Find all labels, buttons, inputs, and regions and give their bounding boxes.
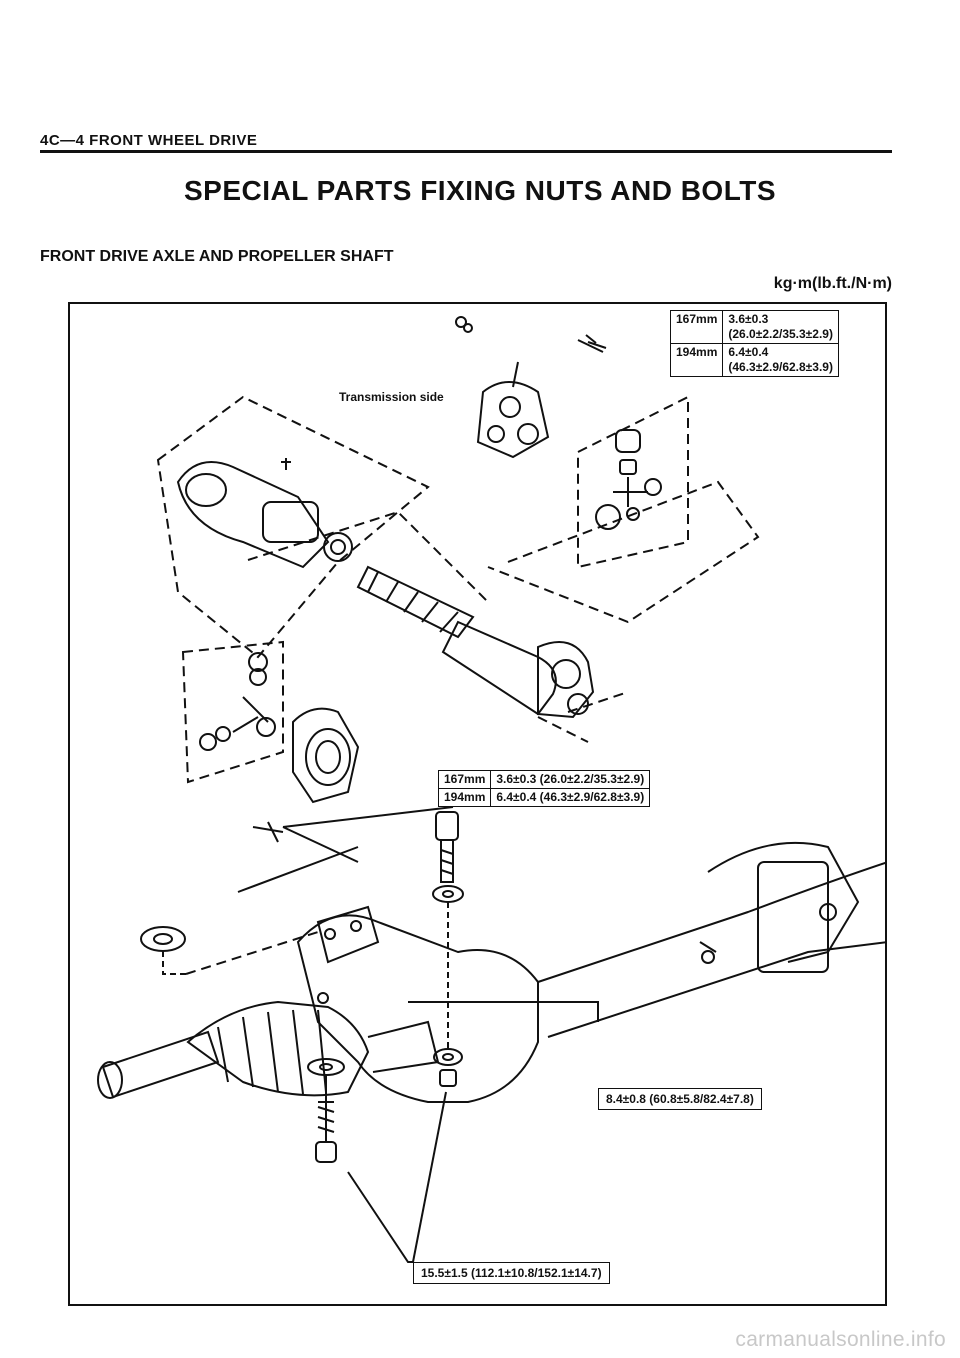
propeller-tube: [441, 620, 557, 716]
spec-carrier-bolt: 8.4±0.8 (60.8±5.8/82.4±7.8): [598, 1088, 762, 1110]
page-title: SPECIAL PARTS FIXING NUTS AND BOLTS: [183, 175, 777, 206]
exploded-diagram: [97, 316, 887, 1263]
spec-torque: 6.4±0.4 (46.3±2.9/62.8±3.9): [722, 343, 839, 377]
spec-torque: 3.6±0.3 (26.0±2.2/35.3±2.9): [722, 310, 839, 344]
spec-length: 194mm: [437, 788, 492, 807]
spec-table-transmission: 167mm 3.6±0.3 (26.0±2.2/35.3±2.9) 194mm …: [669, 310, 839, 377]
washer-icon: [455, 316, 467, 328]
spider-callout-lower: [181, 640, 284, 784]
drive-shaft: [101, 1030, 220, 1099]
isolator-washer: [140, 926, 186, 952]
spec-torque: 6.4±0.4 (46.3±2.9/62.8±3.9): [490, 788, 651, 807]
spec-length: 194mm: [669, 343, 724, 377]
transmission-side-label: Transmission side: [339, 390, 444, 404]
washer-lower-left: [307, 1058, 345, 1076]
carrier-flange: [316, 905, 380, 964]
diff-housing: [296, 914, 539, 1103]
diagram-frame: [68, 302, 887, 1306]
spider-callout-upper: [577, 395, 689, 569]
nut-carrier: [439, 1069, 457, 1087]
transmission-yoke: [476, 381, 550, 459]
washer-upper: [432, 885, 464, 903]
mount-bolt-upper: [435, 811, 459, 841]
mount-bolt-lower-left: [315, 1141, 337, 1163]
propeller-yoke: [537, 641, 595, 719]
units-label: kg·m(lb.ft./N·m): [773, 275, 892, 292]
header-rule: [40, 150, 892, 153]
cv-boot: [186, 1000, 370, 1097]
companion-flange: [292, 707, 360, 804]
section-header: 4C—4 FRONT WHEEL DRIVE: [40, 132, 258, 149]
slip-yoke: [176, 461, 330, 569]
spec-table-flange: 167mm 3.6±0.3 (26.0±2.2/35.3±2.9) 194mm …: [437, 770, 651, 807]
watermark: carmanualsonline.info: [735, 1328, 946, 1351]
axle-mount-bracket: [757, 861, 829, 973]
propeller-spline: [356, 565, 475, 639]
spec-torque: 3.6±0.3 (26.0±2.2/35.3±2.9): [490, 770, 651, 789]
spec-length: 167mm: [437, 770, 492, 789]
section-subtitle: FRONT DRIVE AXLE AND PROPELLER SHAFT: [40, 248, 394, 265]
spec-mount-bolt: 15.5±1.5 (112.1±10.8/152.1±14.7): [413, 1262, 610, 1284]
slip-yoke-callout: [156, 395, 430, 659]
washer-carrier: [433, 1048, 463, 1066]
spec-length: 167mm: [669, 310, 724, 344]
